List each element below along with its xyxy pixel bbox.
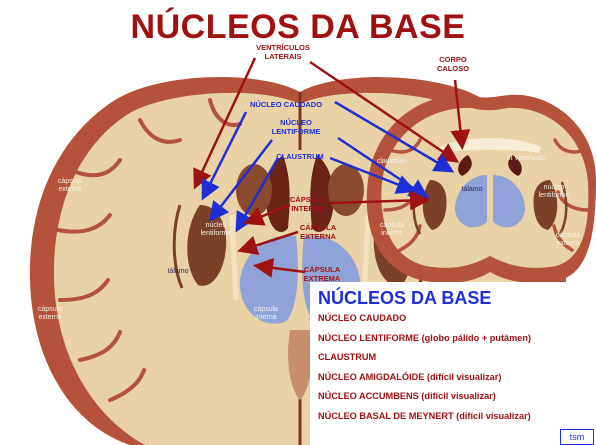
coronal-ventricle-left xyxy=(458,155,472,176)
list-item: NÚCLEO AMIGDALÓIDE (difícil visualizar) xyxy=(318,371,502,382)
label-claustrum: CLAUSTRUM xyxy=(276,152,324,161)
list-item: NÚCLEO BASAL DE MEYNERT (difícil visuali… xyxy=(318,410,531,421)
axial-label-capsula-externa-left: cápsula externa xyxy=(57,178,83,193)
coronal-lentiform-right xyxy=(533,180,558,230)
label-nucleo-lentiforme: NÚCLEO LENTIFORME xyxy=(271,118,321,136)
arrow-caudado-axial xyxy=(201,111,248,201)
arrow-capsula-interna-coronal xyxy=(329,190,430,211)
coronal-claustrum-right xyxy=(558,181,568,235)
coronal-brain-section xyxy=(366,94,596,283)
axial-lateral-ventricle-right xyxy=(310,155,335,232)
coronal-label-claustrum: claustrum xyxy=(376,158,408,165)
axial-claustrum-left xyxy=(172,204,184,289)
coronal-label-nucleo-lentiforme: núcleo lentiforme xyxy=(538,184,570,199)
label-ventriculos-laterais: VENTRÍCULOS LATERAIS xyxy=(256,43,310,61)
list-item: NÚCLEO CAUDADO xyxy=(318,313,407,323)
list-item: NÚCLEO ACCUMBENS (difícil visualizar) xyxy=(318,391,496,401)
arrow-corpo-caloso xyxy=(450,79,471,150)
arrow-lentiforme-axial xyxy=(208,139,273,222)
label-capsula-extrema: CÁPSULA EXTREMA xyxy=(303,265,341,283)
axial-posterior-midline xyxy=(288,330,312,400)
axial-label-capsula-externa-lower: cápsula externa xyxy=(37,306,63,321)
coronal-label-capsula-interna: cápsula interna xyxy=(379,222,405,237)
nuclei-list: NÚCLEO CAUDADO NÚCLEO LENTIFORME (globo … xyxy=(318,312,531,429)
axial-lentiform-left xyxy=(187,205,227,286)
coronal-thalamus-left xyxy=(455,175,487,228)
arrow-capsula-interna-axial xyxy=(243,203,291,226)
axial-label-nucleo-lentiforme: núcleo lentiforme xyxy=(200,222,232,237)
axial-label-capsula-interna: cápsula interna xyxy=(253,306,279,321)
pointer-arrows xyxy=(193,57,471,278)
section-subtitle: NÚCLEOS DA BASE xyxy=(318,288,492,308)
arrow-caudado-coronal xyxy=(334,100,455,173)
axial-thalamus-left xyxy=(239,235,298,324)
axial-internal-capsule-left xyxy=(229,214,239,301)
arrow-capsula-externa xyxy=(237,230,299,255)
coronal-label-talamo: tálamo xyxy=(461,186,483,193)
axial-caudate-right xyxy=(328,164,364,216)
label-capsula-externa: CÁPSULA EXTERNA xyxy=(299,223,337,241)
axial-label-talamo: tálamo xyxy=(167,268,189,275)
arrow-capsula-extrema xyxy=(253,257,306,278)
arrow-ventriculos-axial xyxy=(193,57,257,190)
list-item: NÚCLEO LENTIFORME (globo pálido + putâme… xyxy=(318,332,532,343)
label-corpo-caloso: CORPO CALOSO xyxy=(436,55,470,73)
label-nucleo-caudado: NÚCLEO CAUDADO xyxy=(249,100,323,109)
list-item: CLAUSTRUM xyxy=(318,352,377,362)
coronal-thalamus-right xyxy=(493,175,525,228)
coronal-ventricle-right xyxy=(508,155,522,176)
coronal-label-iii-ventriculo: III ventrículo xyxy=(506,155,546,162)
axial-caudate-left xyxy=(236,164,272,216)
footer-tag: tsm xyxy=(560,429,594,445)
slide-title: NÚCLEOS DA BASE xyxy=(130,8,466,46)
coronal-gyri xyxy=(383,138,590,252)
coronal-label-capsula-externa: cápsula externa xyxy=(555,232,581,247)
label-capsula-interna: CÁPSULA INTERNA xyxy=(289,195,327,213)
arrow-claustrum-coronal xyxy=(329,156,417,194)
arrow-ventriculos-coronal xyxy=(309,60,460,163)
coronal-corpus-callosum xyxy=(438,138,542,153)
list-backdrop xyxy=(310,282,596,445)
